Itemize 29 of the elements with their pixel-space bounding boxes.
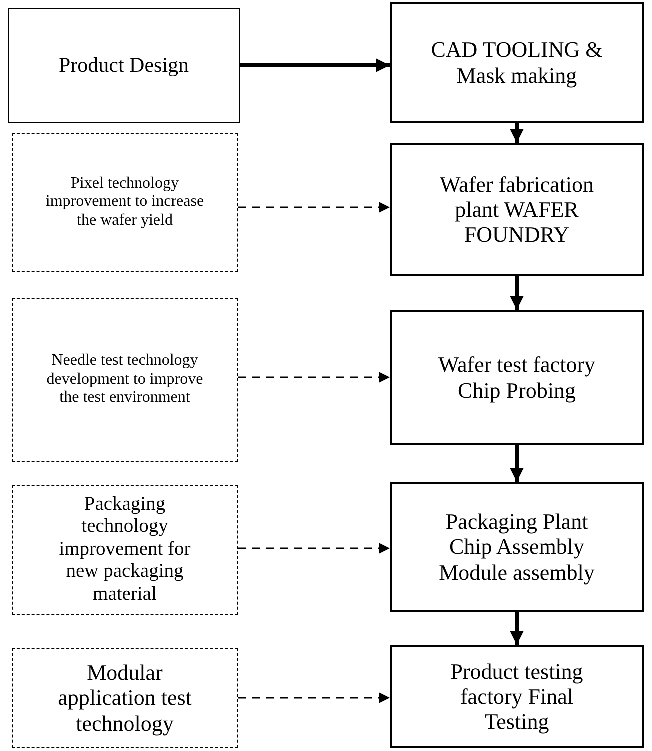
arrow (510, 445, 524, 482)
improvement-box (12, 648, 238, 748)
node-text: Pixel technology improvement to increase the wafer yield (44, 174, 206, 230)
node-text: Packaging Plant Chip Assembly Module assembly (438, 509, 596, 585)
node-text: Packaging technology improvement for new packaging material (58, 494, 192, 606)
node-text: Product Design (58, 53, 190, 78)
node-text: Needle test technology development to improve the test environment (46, 352, 204, 408)
node-text: Modular application test technology (57, 660, 193, 736)
process-box (390, 482, 644, 612)
improvement-box (12, 298, 238, 462)
dashed-arrow (238, 202, 390, 213)
process-box (390, 310, 644, 445)
task-box (8, 8, 240, 123)
process-box (390, 2, 644, 123)
improvement-box (12, 485, 238, 615)
dashed-arrow (238, 692, 390, 704)
process-box (390, 143, 644, 276)
node-text: Product testing factory Final Testing (450, 658, 584, 734)
process-box (390, 645, 644, 748)
node-text: Wafer fabrication plant WAFER FOUNDRY (439, 172, 595, 248)
arrow (240, 58, 390, 72)
improvement-box (12, 133, 238, 272)
arrow (510, 276, 524, 310)
node-text: CAD TOOLING & Mask making (430, 37, 604, 88)
arrow (510, 123, 524, 143)
arrow (510, 612, 524, 645)
dashed-arrow (238, 372, 390, 383)
dashed-arrow (238, 543, 390, 554)
node-text: Wafer test factory Chip Probing (437, 352, 597, 403)
